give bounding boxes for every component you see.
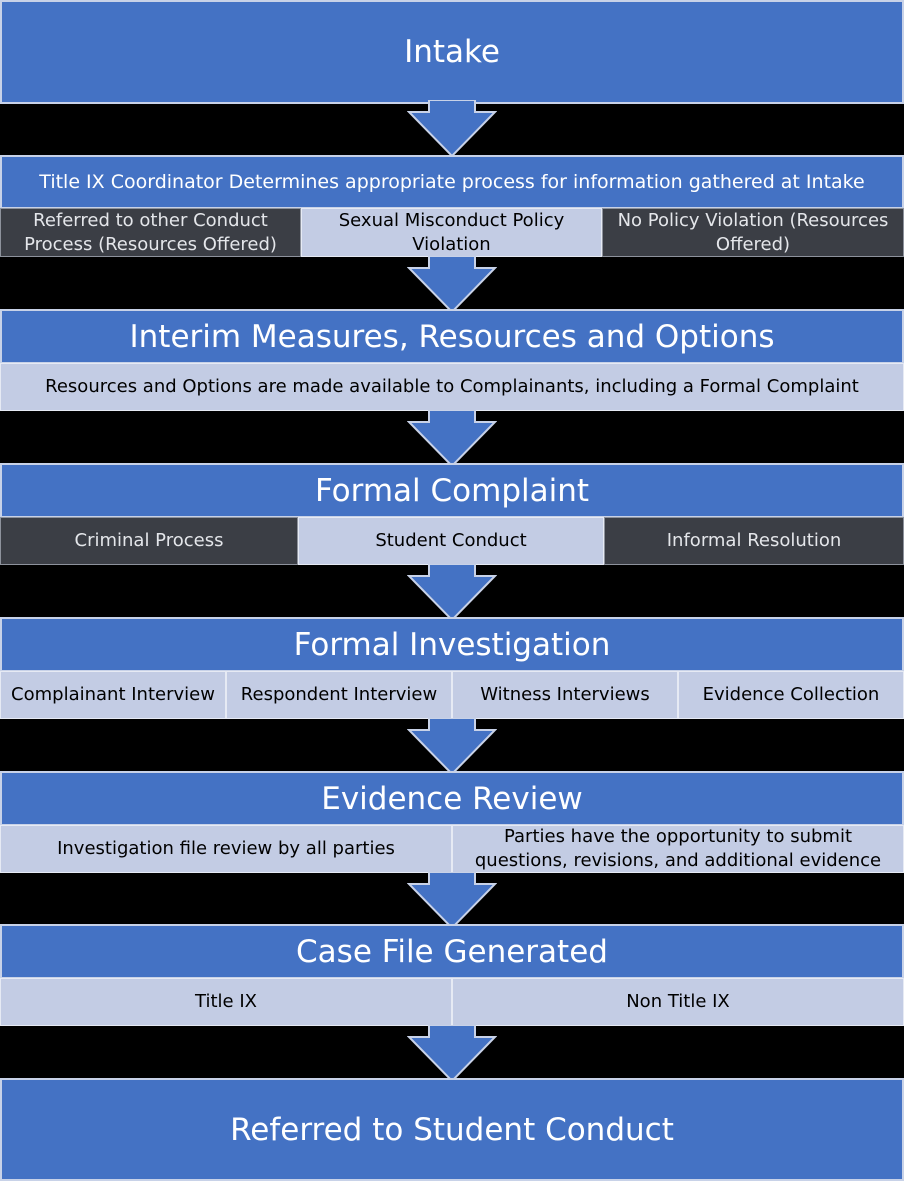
interim-note: Resources and Options are made available…: [0, 363, 904, 411]
step-respondent-interview: Respondent Interview: [226, 671, 452, 719]
down-arrow-icon: [407, 1025, 497, 1083]
option-label: No Policy Violation (Resources Offered): [617, 209, 889, 255]
referral-title: Referred to Student Conduct: [230, 1111, 674, 1148]
option-label: Non Title IX: [626, 991, 730, 1012]
option-title-ix: Title IX: [0, 978, 452, 1026]
option-label: Sexual Misconduct Policy Violation: [338, 209, 565, 255]
referral-box: Referred to Student Conduct: [0, 1078, 904, 1181]
evidence-review-box: Evidence Review: [0, 771, 904, 826]
step-label: Complainant Interview: [11, 684, 215, 705]
intake-box: Intake: [0, 0, 904, 104]
option-informal: Informal Resolution: [604, 517, 904, 565]
interim-title: Interim Measures, Resources and Options: [129, 318, 775, 355]
determination-title: Title IX Coordinator Determines appropri…: [39, 171, 865, 193]
option-sexual-misconduct: Sexual Misconduct Policy Violation: [301, 208, 602, 257]
down-arrow-icon: [407, 256, 497, 314]
option-label: Informal Resolution: [666, 530, 842, 551]
step-label: Investigation file review by all parties: [57, 838, 395, 859]
option-non-title-ix: Non Title IX: [452, 978, 904, 1026]
investigation-box: Formal Investigation: [0, 617, 904, 672]
option-no-violation: No Policy Violation (Resources Offered): [602, 208, 904, 257]
option-label: Title IX: [195, 991, 257, 1012]
step-file-review: Investigation file review by all parties: [0, 825, 452, 873]
interim-note-text: Resources and Options are made available…: [45, 376, 859, 397]
step-witness-interviews: Witness Interviews: [452, 671, 678, 719]
case-file-box: Case File Generated: [0, 924, 904, 979]
option-label: Student Conduct: [375, 530, 527, 551]
evidence-review-title: Evidence Review: [321, 780, 583, 817]
intake-title: Intake: [404, 34, 500, 70]
step-evidence-collection: Evidence Collection: [678, 671, 904, 719]
down-arrow-icon: [407, 564, 497, 622]
formal-complaint-title: Formal Complaint: [314, 472, 590, 509]
step-label: Respondent Interview: [240, 684, 438, 705]
step-label: Witness Interviews: [480, 684, 650, 705]
down-arrow-icon: [407, 872, 497, 930]
option-other-conduct: Referred to other Conduct Process (Resou…: [0, 208, 301, 257]
case-file-title: Case File Generated: [296, 933, 608, 970]
down-arrow-icon: [407, 410, 497, 468]
option-student-conduct: Student Conduct: [298, 517, 604, 565]
option-label: Referred to other Conduct Process (Resou…: [24, 209, 277, 255]
step-label: Parties have the opportunity to submit q…: [474, 826, 882, 871]
option-label: Criminal Process: [74, 530, 224, 551]
step-label: Evidence Collection: [702, 684, 880, 705]
formal-complaint-box: Formal Complaint: [0, 463, 904, 518]
down-arrow-icon: [407, 718, 497, 776]
investigation-title: Formal Investigation: [293, 626, 611, 663]
step-complainant-interview: Complainant Interview: [0, 671, 226, 719]
determination-box: Title IX Coordinator Determines appropri…: [0, 155, 904, 209]
step-submit-questions: Parties have the opportunity to submit q…: [452, 825, 904, 873]
interim-box: Interim Measures, Resources and Options: [0, 309, 904, 364]
option-criminal: Criminal Process: [0, 517, 298, 565]
down-arrow-icon: [407, 100, 497, 158]
